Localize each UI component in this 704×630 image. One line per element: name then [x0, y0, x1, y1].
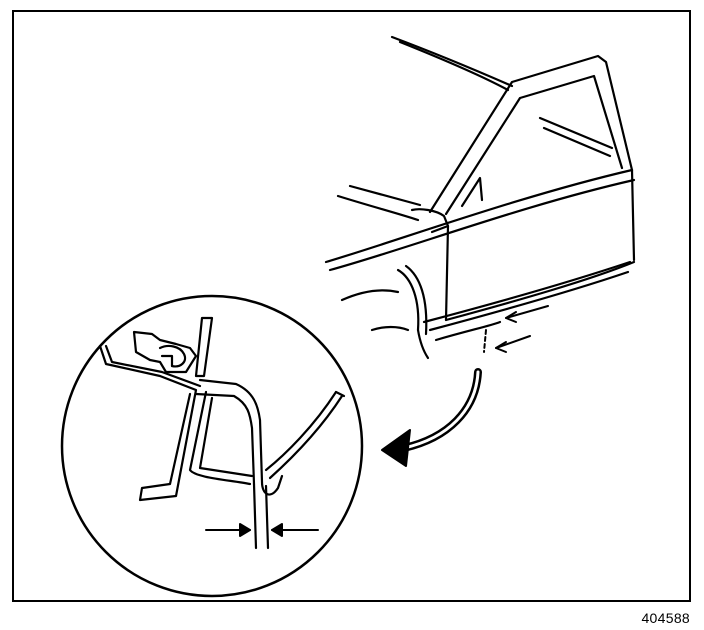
detail-circle — [60, 294, 364, 598]
fender-curve-2 — [370, 325, 410, 332]
a-pillar-inner — [460, 176, 484, 208]
window-frame-inner — [444, 74, 624, 216]
car-body — [324, 35, 636, 360]
location-arrows — [483, 305, 549, 353]
interior-line-2 — [542, 126, 612, 158]
rocker-line-3 — [434, 320, 502, 342]
door-lower-edge — [444, 260, 636, 322]
wheel-arch-2 — [404, 264, 428, 336]
callout-arrowhead — [381, 429, 411, 467]
wheel-arch — [396, 268, 420, 332]
seal-cross-section — [98, 316, 346, 550]
roof-line — [390, 35, 514, 88]
wheel-opening — [416, 328, 430, 360]
door-rear-edge — [630, 168, 636, 262]
door-front-edge — [444, 224, 450, 322]
location-arrow-lower — [495, 335, 531, 349]
hood-line-2 — [336, 194, 420, 222]
location-dash — [483, 329, 487, 353]
interior-line — [538, 116, 614, 150]
location-arrow-upper — [505, 305, 549, 319]
hood-line — [348, 184, 422, 207]
rocker-line — [422, 260, 632, 324]
window-frame-outer — [428, 54, 634, 214]
mirror-base — [410, 208, 450, 234]
callout-arrow — [381, 368, 482, 467]
belt-line — [324, 168, 634, 264]
roof-line-inner — [398, 40, 510, 92]
fender-curve — [340, 289, 400, 302]
rocker-line-2 — [428, 270, 630, 332]
figure-number: 404588 — [641, 610, 690, 626]
gap-dimension-arrows — [205, 523, 319, 537]
belt-line-2 — [328, 178, 636, 272]
